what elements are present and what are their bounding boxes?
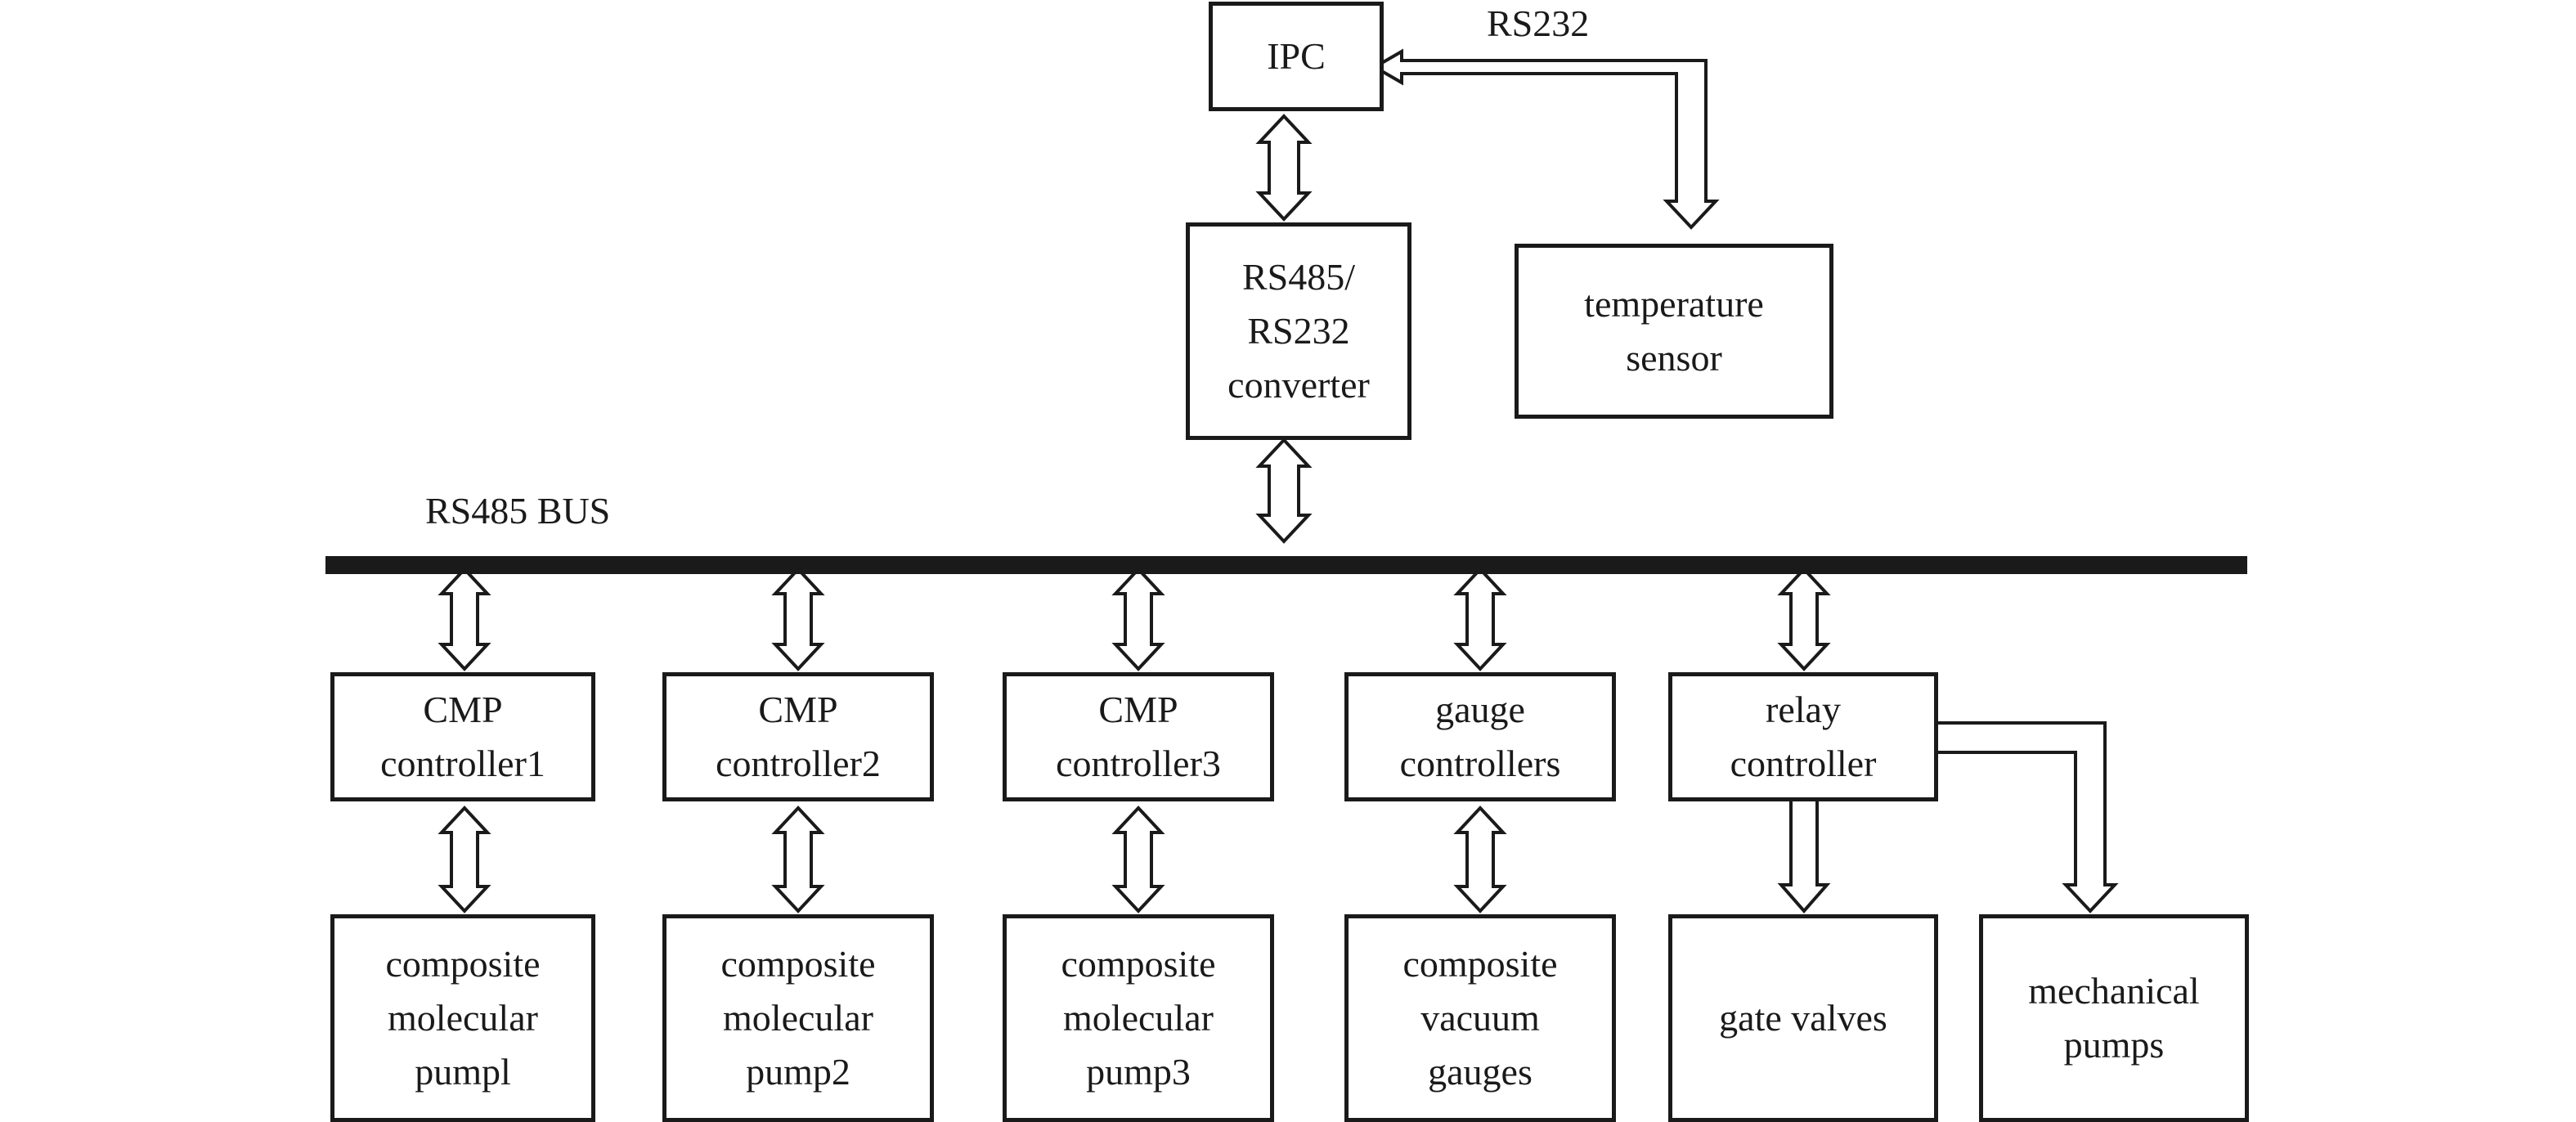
controller-line1: CMP (1098, 689, 1178, 730)
device-line2: molecular (723, 997, 873, 1039)
bus-cmp3-arrow (1111, 567, 1165, 671)
composite-molecular-pump2-box: composite molecular pump2 (662, 914, 934, 1122)
device-line1: composite (1402, 943, 1558, 985)
device-line3: pump2 (746, 1051, 850, 1093)
ipc-box: IPC (1209, 2, 1384, 111)
composite-molecular-pump1-box: composite molecular pumpl (330, 914, 595, 1122)
controller-line1: gauge (1435, 689, 1525, 730)
gauge-controllers-box: gauge controllers (1344, 672, 1616, 801)
controller-line2: controller2 (716, 743, 881, 784)
controller-line2: controllers (1399, 743, 1561, 784)
cmp3-pump3-arrow (1111, 806, 1165, 913)
converter-line1: RS485/ (1241, 256, 1356, 298)
rs485-bus-label: RS485 BUS (425, 490, 611, 532)
device-line3: pumpl (415, 1051, 511, 1093)
bus-relay-arrow (1777, 567, 1831, 671)
controller-line1: relay (1766, 689, 1841, 730)
controller-line1: CMP (423, 689, 503, 730)
ipc-converter-arrow (1255, 114, 1313, 222)
relay-mechanical-arrow (1932, 721, 2119, 913)
converter-bus-arrow (1255, 438, 1313, 544)
controller-line2: controller3 (1056, 743, 1221, 784)
controller-line2: controller1 (380, 743, 545, 784)
bus-cmp2-arrow (771, 567, 825, 671)
device-line2: vacuum (1420, 997, 1540, 1039)
controller-line2: controller (1730, 743, 1877, 784)
gate-valves-box: gate valves (1668, 914, 1938, 1122)
device-line2: molecular (1063, 997, 1214, 1039)
device-line2: molecular (388, 997, 538, 1039)
temperature-sensor-box: temperature sensor (1515, 244, 1833, 419)
rs232-label: RS232 (1487, 2, 1590, 44)
converter-line3: converter (1227, 364, 1370, 406)
composite-molecular-pump3-box: composite molecular pump3 (1003, 914, 1274, 1122)
converter-line2: RS232 (1247, 310, 1350, 352)
bus-cmp1-arrow (438, 567, 491, 671)
device-line1: composite (1061, 943, 1216, 985)
rs485-bus-line (325, 556, 2247, 574)
rs232-arrow (1371, 48, 1720, 230)
device-line1: composite (385, 943, 541, 985)
temperature-sensor-line1: temperature (1584, 283, 1764, 325)
device-line3: gauges (1428, 1051, 1533, 1093)
cmp-controller1-box: CMP controller1 (330, 672, 595, 801)
cmp2-pump2-arrow (771, 806, 825, 913)
converter-box: RS485/ RS232 converter (1186, 222, 1411, 440)
device-line1: gate valves (1719, 997, 1887, 1039)
composite-vacuum-gauges-box: composite vacuum gauges (1344, 914, 1616, 1122)
device-line1: mechanical (2028, 970, 2200, 1012)
relay-gate-arrow (1777, 798, 1831, 914)
ipc-label: IPC (1267, 35, 1326, 77)
gauge-vacuum-arrow (1453, 806, 1507, 913)
mechanical-pumps-box: mechanical pumps (1979, 914, 2249, 1122)
cmp-controller3-box: CMP controller3 (1003, 672, 1274, 801)
temperature-sensor-line2: sensor (1626, 337, 1722, 379)
cmp-controller2-box: CMP controller2 (662, 672, 934, 801)
relay-controller-box: relay controller (1668, 672, 1938, 801)
device-line1: composite (720, 943, 876, 985)
bus-gauge-arrow (1453, 567, 1507, 671)
device-line3: pump3 (1086, 1051, 1191, 1093)
cmp1-pump1-arrow (438, 806, 491, 913)
controller-line1: CMP (758, 689, 838, 730)
device-line2: pumps (2063, 1024, 2165, 1066)
